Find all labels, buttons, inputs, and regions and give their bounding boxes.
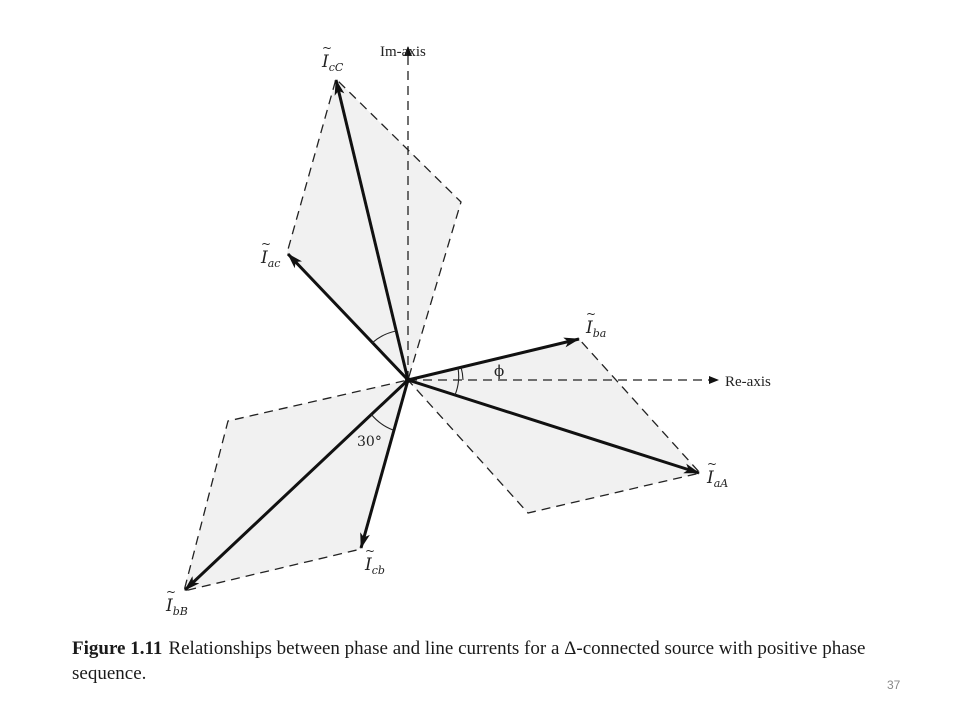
label-Iba: ~ Iba	[585, 307, 606, 340]
svg-text:~: ~	[322, 41, 332, 55]
caption-text: Relationships between phase and line cur…	[72, 638, 866, 684]
origin-dot	[405, 377, 411, 383]
angle-arc-phi-2	[454, 367, 460, 396]
svg-text:~: ~	[586, 307, 596, 321]
phasor-Icb	[359, 379, 410, 549]
svg-text:~: ~	[707, 457, 717, 471]
thirty-degree-label: 30°	[357, 434, 382, 450]
page-number: 37	[887, 678, 901, 692]
label-Iac: ~ Iac	[260, 237, 280, 270]
figure-number: Figure 1.11	[72, 638, 163, 659]
angle-arc-phi-1	[460, 366, 464, 381]
phasor-IaA	[407, 378, 700, 475]
svg-text:Iac: Iac	[260, 248, 280, 270]
parallelogram-c	[286, 77, 462, 382]
svg-text:IbB: IbB	[165, 596, 188, 618]
phi-label: ϕ	[494, 362, 504, 380]
re-axis-label: Re-axis	[725, 374, 771, 390]
svg-text:~: ~	[166, 585, 176, 599]
svg-text:~: ~	[261, 237, 271, 251]
label-IaA: ~ IaA	[706, 457, 728, 490]
svg-text:~: ~	[365, 544, 375, 558]
svg-text:IaA: IaA	[706, 468, 728, 490]
svg-text:Iba: Iba	[585, 318, 606, 340]
angle-arc-30	[370, 413, 394, 431]
im-axis-label: Im-axis	[380, 44, 426, 60]
svg-text:IcC: IcC	[321, 52, 344, 74]
phasor-Iac	[286, 252, 410, 382]
angle-arc-c	[371, 330, 397, 344]
phasor-IbB	[183, 378, 410, 592]
phasor-Iba	[407, 337, 580, 382]
label-IcC: ~ IcC	[321, 41, 344, 74]
label-IbB: ~ IbB	[165, 585, 188, 618]
svg-text:Icb: Icb	[364, 555, 385, 577]
label-Icb: ~ Icb	[364, 544, 385, 577]
phasor-IcC	[334, 79, 410, 381]
